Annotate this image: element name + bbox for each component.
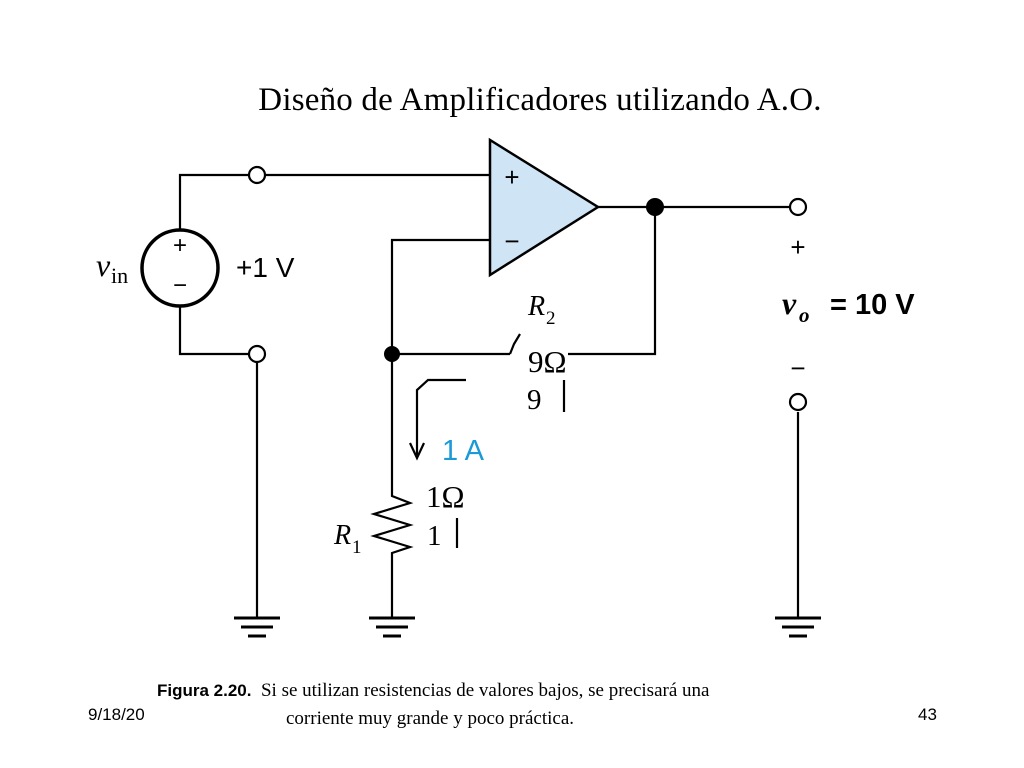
wire-r2-right bbox=[568, 207, 657, 356]
caption-line-1: Si se utilizan resistencias de valores b… bbox=[251, 680, 710, 701]
output-plus-sign: + bbox=[790, 232, 805, 262]
r1-label: R bbox=[333, 520, 351, 551]
source-minus-sign: − bbox=[173, 272, 187, 299]
source-label-sub: in bbox=[111, 263, 128, 288]
source-label-v: v bbox=[96, 247, 111, 283]
r1-original-value: 1 bbox=[427, 520, 442, 552]
caption-line-2: corriente muy grande y poco práctica. bbox=[286, 708, 575, 729]
terminal-output-bottom bbox=[788, 392, 808, 412]
figure-label: Figura 2.20. bbox=[157, 681, 252, 700]
r1-value: 1Ω bbox=[426, 479, 465, 514]
source-plus-sign: + bbox=[173, 232, 187, 259]
r2-original-value: 9 bbox=[527, 384, 542, 416]
junction-output bbox=[646, 198, 664, 216]
r1-label-sub: 1 bbox=[352, 537, 362, 558]
opamp-triangle bbox=[488, 137, 601, 278]
output-label-sub: o bbox=[799, 303, 810, 327]
terminal-output-top bbox=[788, 197, 808, 217]
output-minus-sign: − bbox=[790, 353, 805, 383]
junction-feedback bbox=[384, 346, 400, 362]
slide-title: Diseño de Amplificadores utilizando A.O. bbox=[258, 82, 822, 118]
output-voltage-rest: = 10 V bbox=[830, 289, 915, 321]
terminal-input-top bbox=[247, 165, 267, 185]
ground-input bbox=[234, 616, 280, 638]
current-arrow-head bbox=[409, 442, 425, 461]
footer-date: 9/18/20 bbox=[88, 705, 145, 724]
r2-label-sub: 2 bbox=[546, 308, 556, 329]
terminal-input-bottom bbox=[247, 344, 267, 364]
source-value-label: +1 V bbox=[236, 252, 295, 283]
opamp-minus-sign: − bbox=[504, 226, 519, 256]
wire-vin-bottom bbox=[178, 295, 248, 356]
resistor-r2 bbox=[508, 333, 521, 355]
current-arrow-line bbox=[415, 378, 466, 455]
resistor-r1 bbox=[370, 490, 414, 618]
current-label: 1 A bbox=[442, 435, 485, 467]
wire-minus-input bbox=[390, 238, 490, 490]
voltage-source bbox=[140, 228, 220, 308]
r2-value: 9Ω bbox=[528, 344, 567, 379]
footer-page-number: 43 bbox=[918, 705, 937, 724]
wire-vin-top bbox=[178, 173, 248, 240]
opamp-plus-sign: + bbox=[504, 162, 519, 192]
ground-output bbox=[775, 616, 821, 638]
output-label-v: v bbox=[782, 285, 797, 321]
r2-label: R bbox=[527, 291, 545, 322]
ground-r1 bbox=[369, 616, 415, 638]
